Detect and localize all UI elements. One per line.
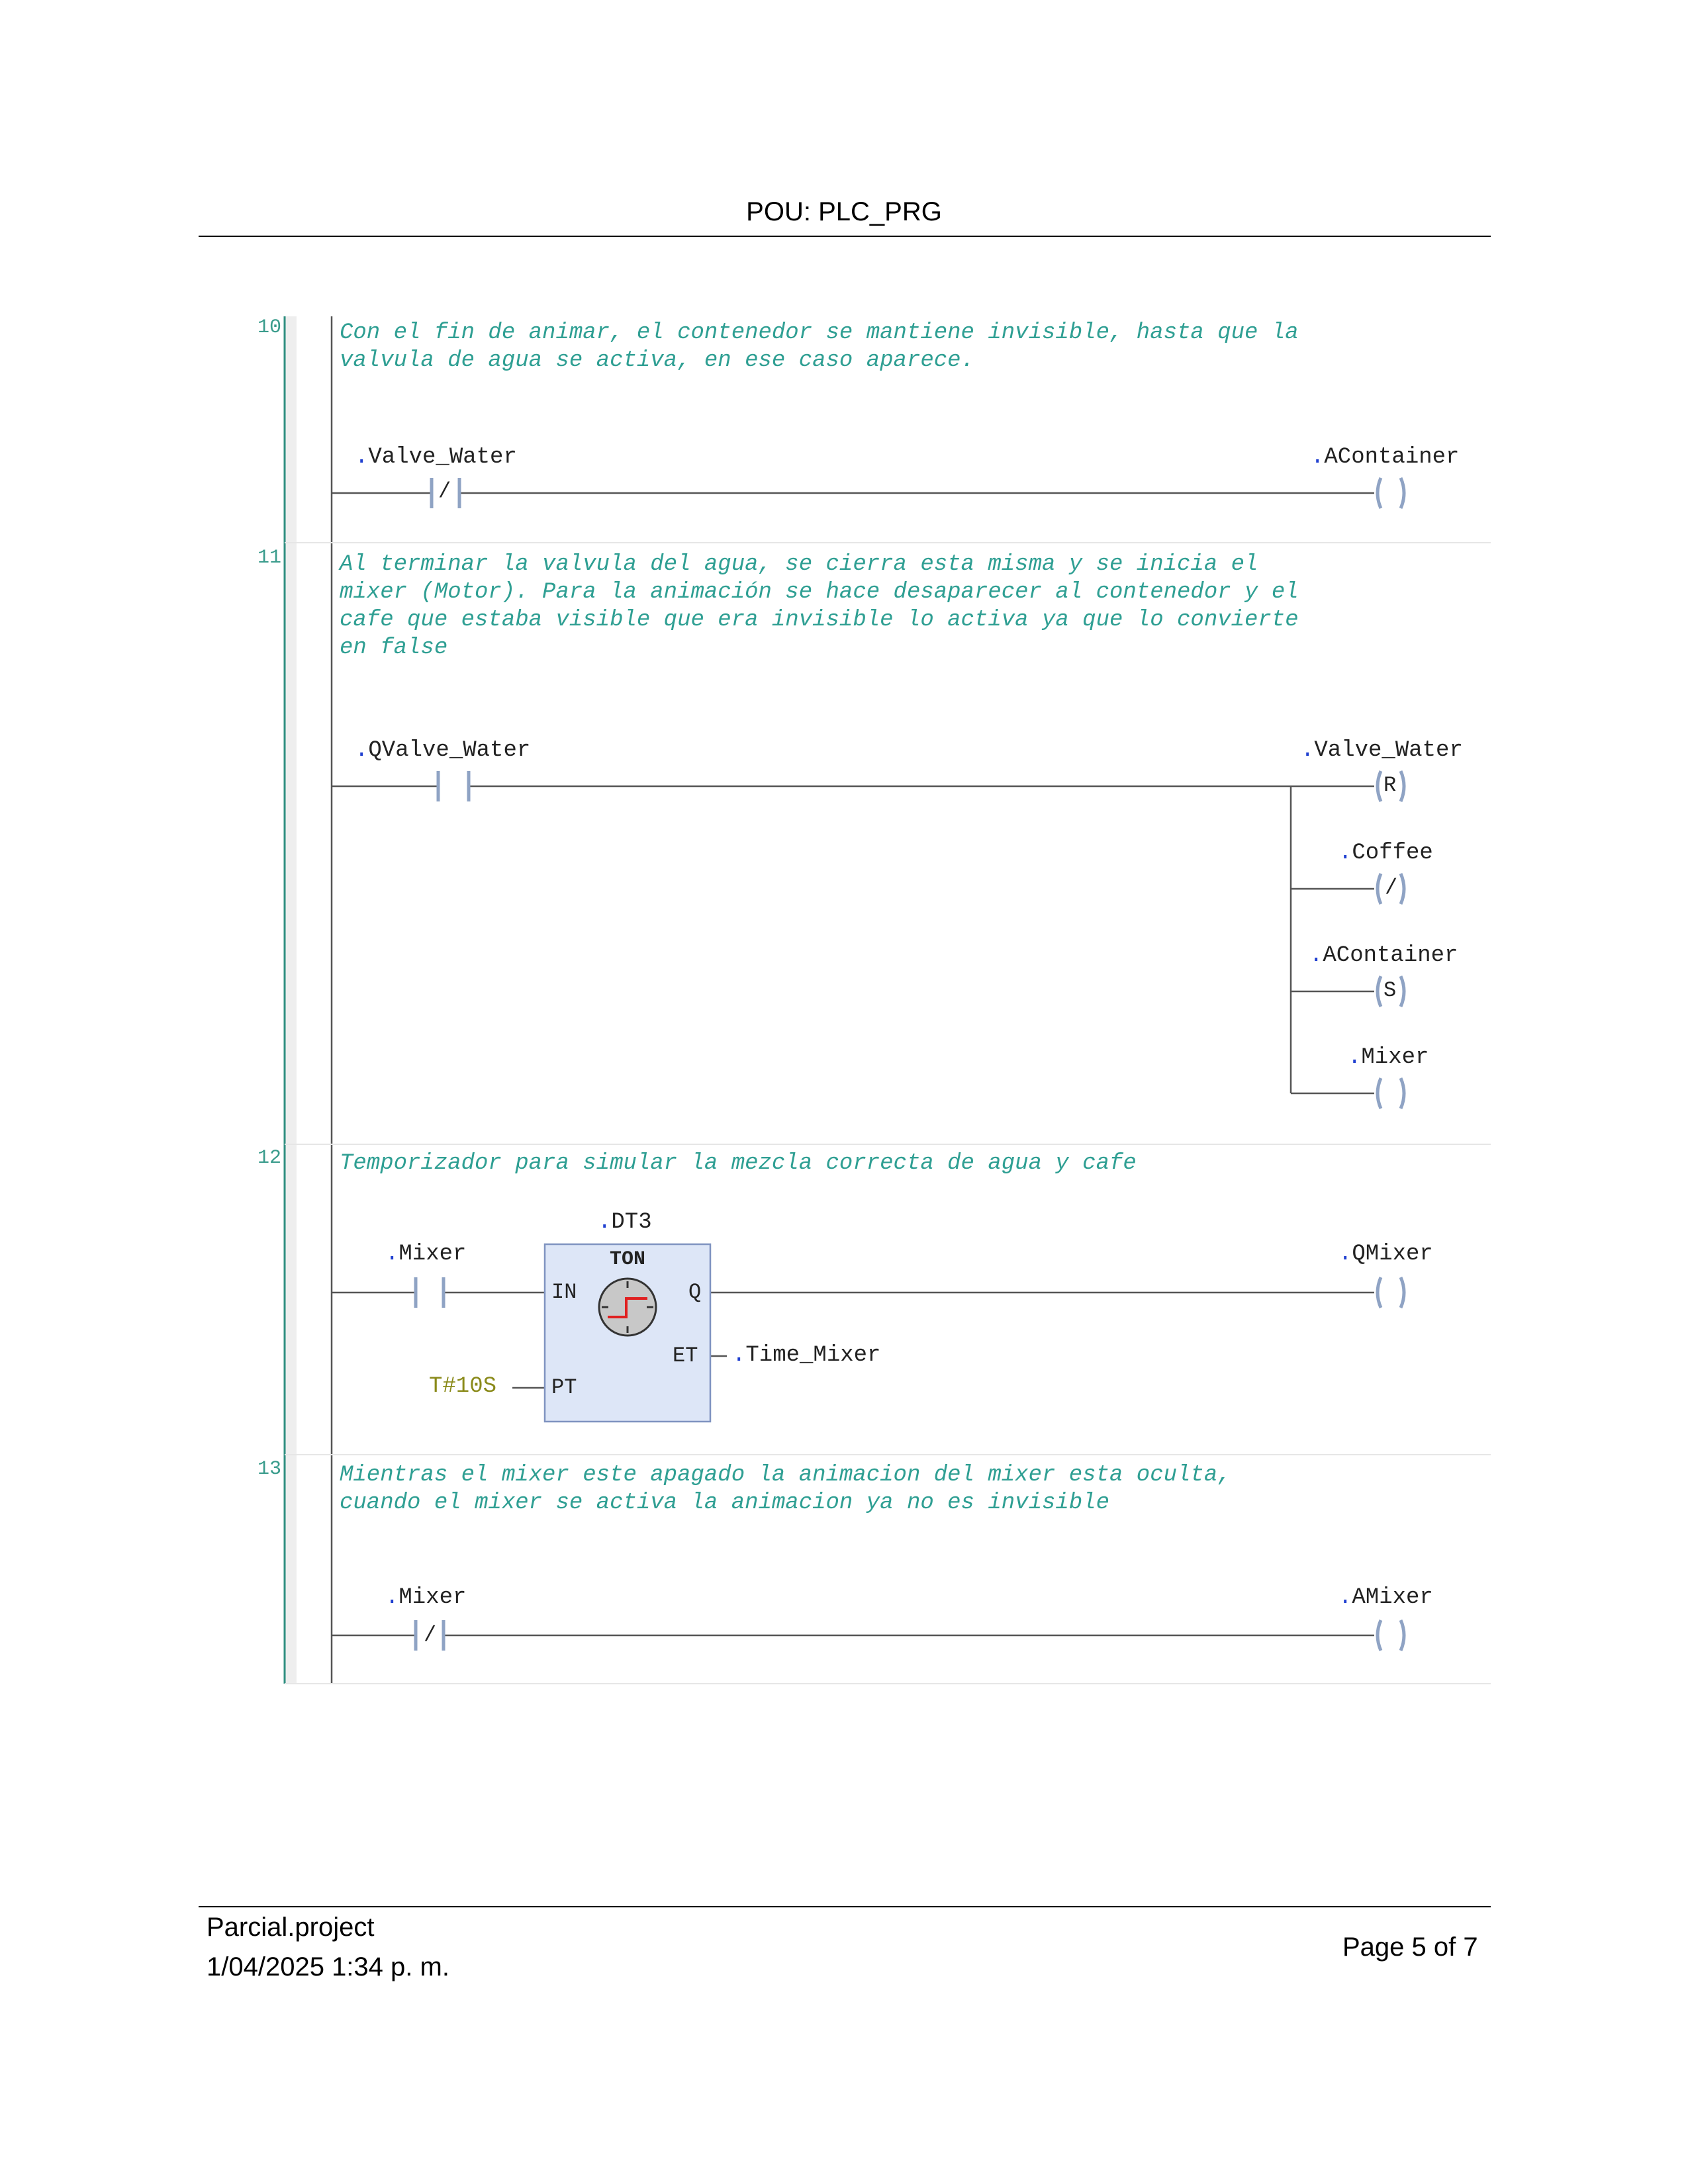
et-output-label: .Time_Mixer bbox=[732, 1343, 881, 1368]
coil-qmixer bbox=[1376, 1277, 1406, 1308]
clock-step-icon bbox=[598, 1277, 657, 1337]
page-title: POU: PLC_PRG bbox=[746, 197, 942, 226]
coil-label: .Valve_Water bbox=[1301, 738, 1463, 763]
pt-constant: T#10S bbox=[429, 1374, 497, 1399]
coil-symbol: S bbox=[1383, 978, 1397, 1003]
contact-symbol: / bbox=[438, 479, 451, 504]
network-comment: Al terminar la valvula del agua, se cier… bbox=[340, 552, 1299, 660]
fb-pin-et: ET bbox=[673, 1343, 698, 1368]
coil-amixer bbox=[1376, 1619, 1406, 1651]
gutter-shade bbox=[285, 316, 297, 1684]
contact-label: .Mixer bbox=[385, 1242, 467, 1267]
contact-label: .Mixer bbox=[385, 1585, 467, 1610]
coil-label: .Coffee bbox=[1338, 841, 1433, 866]
footer-datetime: 1/04/2025 1:34 p. m. bbox=[207, 1952, 449, 1981]
header-rule bbox=[199, 236, 1491, 237]
network-number: 10 bbox=[257, 316, 281, 339]
fb-type: TON bbox=[609, 1248, 645, 1271]
coil-label: .AContainer bbox=[1311, 445, 1460, 470]
coil-acontainer bbox=[1376, 477, 1406, 509]
network-comment: Mientras el mixer este apagado la animac… bbox=[340, 1463, 1231, 1516]
coil-label: .QMixer bbox=[1338, 1242, 1433, 1267]
coil-coffee-negated bbox=[1376, 873, 1406, 905]
contact-no-qvalve-water bbox=[436, 771, 471, 801]
coil-acontainer-set bbox=[1376, 976, 1406, 1007]
contact-nc-valve-water bbox=[430, 478, 461, 508]
coil-mixer bbox=[1376, 1077, 1406, 1109]
coil-label: .AMixer bbox=[1338, 1585, 1433, 1610]
coil-symbol: / bbox=[1385, 876, 1398, 900]
network-11-rung bbox=[332, 785, 1374, 1095]
fb-pin-in: IN bbox=[551, 1280, 577, 1304]
network-12-rung bbox=[332, 1291, 1374, 1389]
coil-valve-water-reset bbox=[1376, 770, 1406, 802]
footer-rule bbox=[199, 1906, 1491, 1907]
network-number: 13 bbox=[257, 1458, 281, 1480]
coil-label: .AContainer bbox=[1309, 943, 1458, 968]
contact-no-mixer bbox=[414, 1277, 445, 1308]
coil-label: .Mixer bbox=[1348, 1045, 1429, 1070]
contact-label: .QValve_Water bbox=[355, 738, 531, 763]
network-number: 12 bbox=[257, 1147, 281, 1169]
contact-nc-mixer bbox=[414, 1620, 445, 1651]
fb-instance-label: .DT3 bbox=[598, 1210, 652, 1235]
network-comment: Temporizador para simular la mezcla corr… bbox=[340, 1151, 1137, 1176]
fb-pin-q: Q bbox=[688, 1280, 702, 1304]
network-comment: Con el fin de animar, el contenedor se m… bbox=[340, 320, 1299, 373]
contact-symbol: / bbox=[424, 1623, 437, 1647]
coil-symbol: R bbox=[1383, 773, 1397, 797]
footer-page: Page 5 of 7 bbox=[1342, 1933, 1478, 1962]
fb-pin-pt: PT bbox=[551, 1375, 577, 1400]
network-number: 11 bbox=[257, 547, 281, 569]
footer-project: Parcial.project bbox=[207, 1913, 375, 1942]
contact-label: .Valve_Water bbox=[355, 445, 517, 470]
